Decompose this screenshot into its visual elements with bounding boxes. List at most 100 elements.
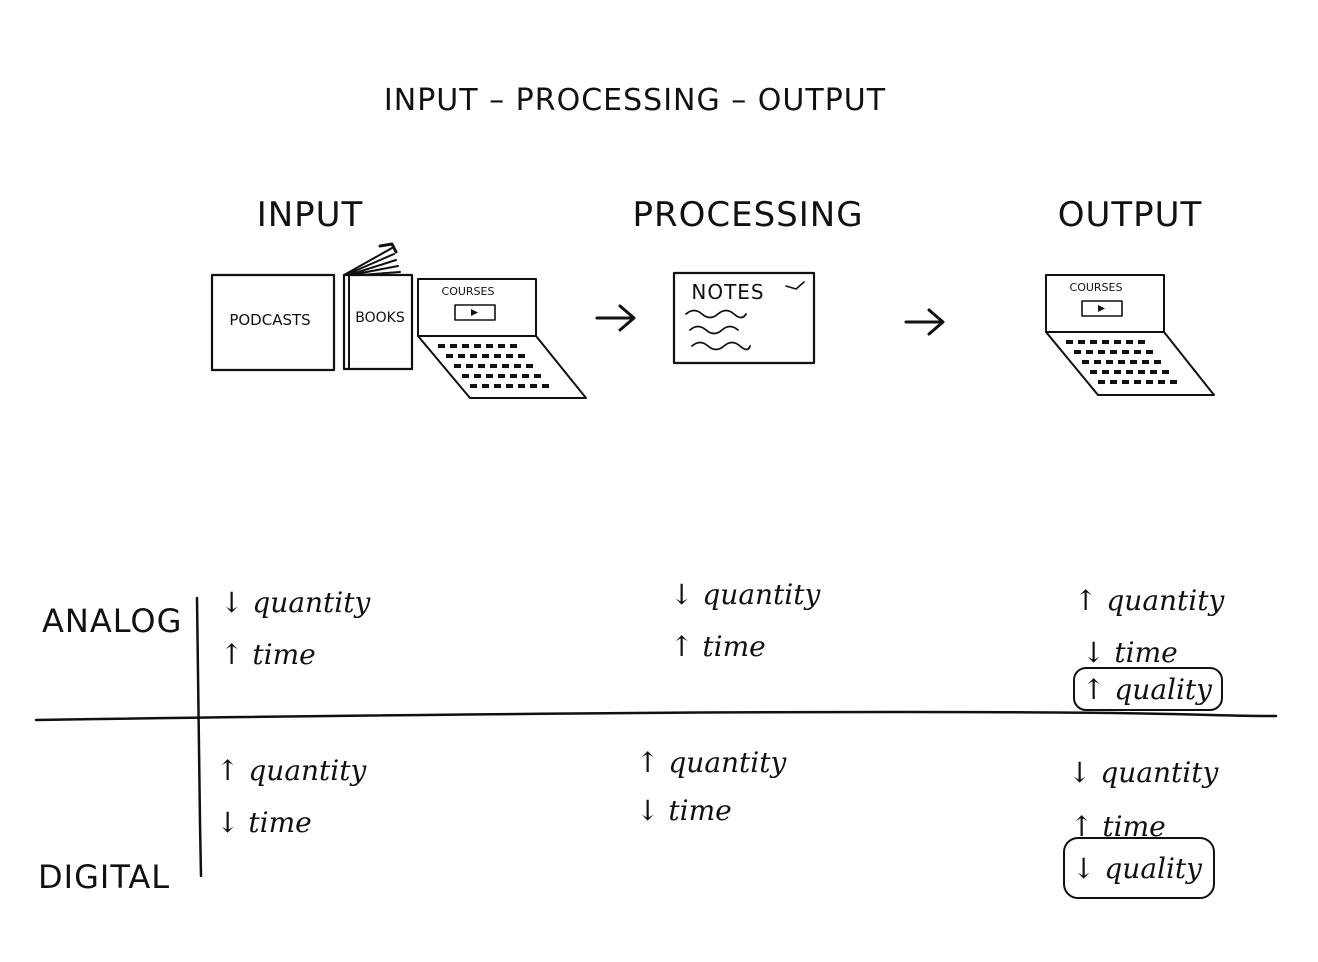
- keyboard-key: [446, 354, 453, 358]
- keyboard-keys: [1066, 340, 1177, 384]
- keyboard-key: [438, 344, 445, 348]
- keyboard-key: [1146, 350, 1153, 354]
- keyboard-key: [1098, 350, 1105, 354]
- keyboard-key: [458, 354, 465, 358]
- keyboard-key: [1098, 380, 1105, 384]
- keyboard-key: [470, 354, 477, 358]
- column-header-processing: PROCESSING: [632, 195, 863, 235]
- keyboard-key: [522, 374, 529, 378]
- analog-output-time: ↓ time: [1082, 636, 1178, 669]
- keyboard-key: [1114, 370, 1121, 374]
- keyboard-key: [498, 344, 505, 348]
- column-header-output: OUTPUT: [1058, 195, 1203, 235]
- arrow-right-icon: [595, 304, 636, 332]
- digital-processing-time: ↓ time: [636, 794, 732, 827]
- keyboard-key: [506, 354, 513, 358]
- keyboard-key: [478, 364, 485, 368]
- books-label: BOOKS: [355, 310, 405, 326]
- keyboard-key: [534, 374, 541, 378]
- digital-input-quantity: ↑ quantity: [216, 754, 368, 787]
- keyboard-key: [1094, 360, 1101, 364]
- notes-label: NOTES: [691, 280, 764, 304]
- notes-box: NOTES: [672, 271, 816, 365]
- keyboard-key: [490, 364, 497, 368]
- keyboard-key: [506, 384, 513, 388]
- keyboard-key: [1102, 370, 1109, 374]
- keyboard-key: [1134, 350, 1141, 354]
- keyboard-key: [482, 354, 489, 358]
- play-icon: [471, 309, 478, 316]
- keyboard-key: [1146, 380, 1153, 384]
- keyboard-key: [1118, 360, 1125, 364]
- courses-output-label: COURSES: [1070, 281, 1123, 294]
- keyboard-key: [474, 374, 481, 378]
- keyboard-key: [486, 374, 493, 378]
- analog-output-quality-box: [1073, 667, 1223, 711]
- keyboard-key: [1074, 350, 1081, 354]
- diagram-title: INPUT – PROCESSING – OUTPUT: [384, 83, 886, 118]
- keyboard-key: [1090, 370, 1097, 374]
- keyboard-key: [462, 344, 469, 348]
- podcasts-box: PODCASTS: [210, 273, 336, 372]
- books-illustration: BOOKS: [342, 242, 414, 371]
- keyboard-key: [1134, 380, 1141, 384]
- keyboard-key: [1110, 350, 1117, 354]
- keyboard-key: [454, 364, 461, 368]
- keyboard-key: [1110, 380, 1117, 384]
- arrow-right-icon: [904, 308, 945, 336]
- keyboard-key: [1082, 360, 1089, 364]
- keyboard-key: [542, 384, 549, 388]
- column-header-input: INPUT: [257, 195, 364, 235]
- keyboard-key: [510, 374, 517, 378]
- keyboard-key: [514, 364, 521, 368]
- keyboard-key: [1122, 350, 1129, 354]
- keyboard-key: [1150, 370, 1157, 374]
- analog-output-quantity: ↑ quantity: [1074, 584, 1226, 617]
- row-label-analog: ANALOG: [42, 602, 182, 640]
- keyboard-key: [1154, 360, 1161, 364]
- keyboard-key: [1138, 340, 1145, 344]
- keyboard-key: [494, 354, 501, 358]
- vertical-divider: [195, 596, 203, 878]
- digital-output-quantity: ↓ quantity: [1068, 756, 1220, 789]
- keyboard-key: [494, 384, 501, 388]
- laptop-input-illustration: COURSES: [417, 278, 587, 399]
- keyboard-key: [1170, 380, 1177, 384]
- digital-input-time: ↓ time: [216, 806, 312, 839]
- keyboard-key: [470, 384, 477, 388]
- podcasts-label: PODCASTS: [229, 311, 310, 329]
- horizontal-divider: [34, 710, 1278, 722]
- analog-output-quality: ↑ quality: [1082, 673, 1213, 706]
- keyboard-key: [1126, 340, 1133, 344]
- play-icon: [1098, 305, 1105, 312]
- keyboard-key: [462, 374, 469, 378]
- keyboard-key: [510, 344, 517, 348]
- keyboard-key: [1130, 360, 1137, 364]
- courses-input-label: COURSES: [442, 285, 495, 298]
- keyboard-key: [450, 344, 457, 348]
- row-label-digital: DIGITAL: [38, 858, 170, 896]
- keyboard-key: [1102, 340, 1109, 344]
- keyboard-key: [518, 384, 525, 388]
- digital-processing-quantity: ↑ quantity: [636, 746, 788, 779]
- keyboard-key: [1090, 340, 1097, 344]
- keyboard-key: [1122, 380, 1129, 384]
- analog-processing-quantity: ↓ quantity: [670, 578, 822, 611]
- keyboard-key: [1078, 340, 1085, 344]
- keyboard-key: [1138, 370, 1145, 374]
- keyboard-key: [486, 344, 493, 348]
- keyboard-key: [518, 354, 525, 358]
- digital-output-quality: ↓ quality: [1072, 852, 1203, 885]
- keyboard-key: [1066, 340, 1073, 344]
- keyboard-key: [1142, 360, 1149, 364]
- keyboard-key: [1114, 340, 1121, 344]
- keyboard-key: [1086, 350, 1093, 354]
- keyboard-key: [474, 344, 481, 348]
- check-icon: [785, 281, 805, 290]
- analog-processing-time: ↑ time: [670, 630, 766, 663]
- keyboard-key: [526, 364, 533, 368]
- keyboard-key: [466, 364, 473, 368]
- keyboard-key: [1106, 360, 1113, 364]
